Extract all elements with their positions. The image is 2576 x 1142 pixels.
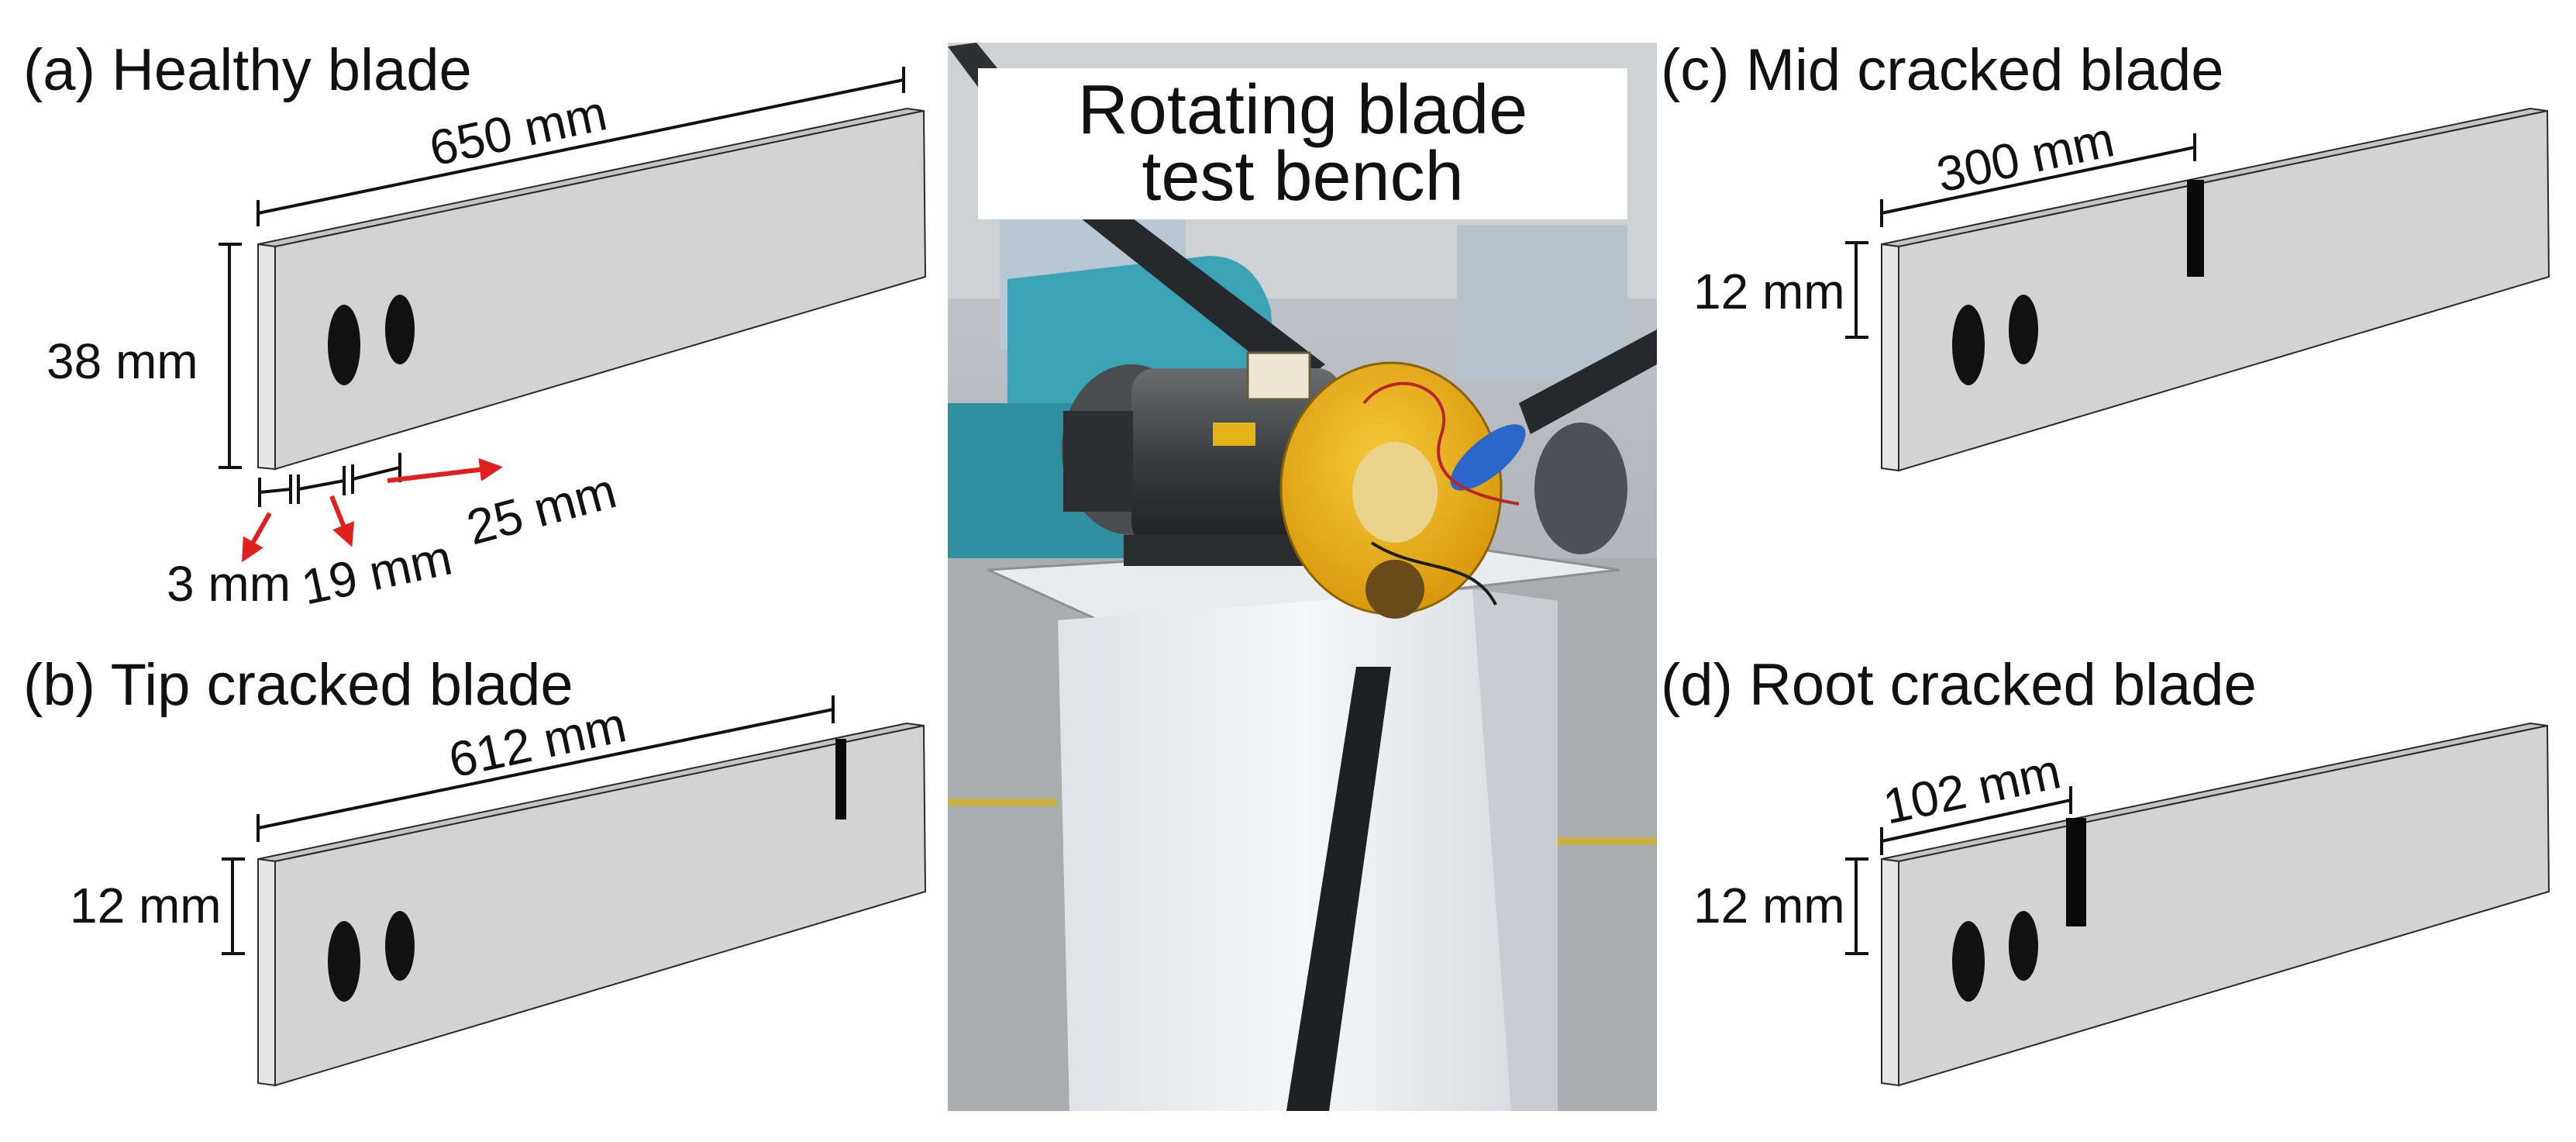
fan-grille [1534, 423, 1627, 554]
test-bench-photo: Rotating blade test bench [948, 43, 1657, 1111]
dimension-height-a: 38 mm [46, 243, 242, 469]
rotor-hub-center [1352, 442, 1438, 543]
dimension-label-300: 300 mm [1932, 111, 2119, 202]
blade-clamp [1365, 560, 1424, 619]
crack-mark [2187, 180, 2204, 277]
blade-front-face [1898, 724, 2550, 1087]
dimension-crack-depth-d: 12 mm [1693, 857, 1868, 955]
blade-b [257, 722, 927, 1087]
dimension-label-25: 25 mm [461, 462, 622, 555]
blade-end-face [1881, 243, 1899, 472]
blade-end-face [257, 857, 276, 1087]
floor-marking [948, 799, 1056, 806]
red-arrow-icon [387, 457, 503, 483]
blade-lower [1286, 667, 1391, 1111]
blade-front-face [274, 724, 927, 1087]
dimension-label-12-b: 12 mm [70, 878, 222, 933]
dimension-label-12-d: 12 mm [1693, 878, 1845, 933]
blade-c [1881, 107, 2550, 472]
mounting-hole-icon [1952, 921, 1985, 1002]
blade-upper-right [1519, 329, 1657, 434]
dimension-crack-depth-b: 12 mm [70, 857, 245, 955]
photo-title-box [978, 68, 1627, 219]
panel-b-title: (b) Tip cracked blade [23, 652, 573, 718]
floor-marking [1550, 837, 1657, 845]
dimension-holes-a [258, 453, 401, 507]
mounting-hole-icon [1952, 305, 1985, 385]
blade-end-face [1881, 857, 1899, 1087]
blade-clamp-upper [1246, 351, 1311, 401]
mounting-hole-icon [2009, 911, 2038, 981]
wiring [1370, 541, 1497, 606]
dimension-crack-depth-c: 12 mm [1693, 241, 1868, 339]
panel-d-root-cracked-blade: (d) Root cracked blade 102 mm 12 mm [1661, 652, 2550, 1087]
battery-pack [1450, 424, 1526, 491]
crack-mark [835, 739, 846, 819]
pedestal-side [1472, 589, 1558, 1111]
panel-c-title: (c) Mid cracked blade [1661, 37, 2224, 103]
blade-upper-left [1069, 194, 1325, 388]
blade-a [257, 107, 927, 471]
dimension-label-12-c: 12 mm [1693, 264, 1845, 319]
panel-c-mid-cracked-blade: (c) Mid cracked blade 300 mm 12 mm [1661, 37, 2550, 472]
mounting-hole-icon [385, 295, 415, 364]
dimension-label-19: 19 mm [297, 530, 456, 616]
panel-b-tip-cracked-blade: (b) Tip cracked blade 612 mm 12 mm [23, 652, 927, 1087]
panel-a-title: (a) Healthy blade [23, 37, 472, 103]
window-frame [1457, 225, 1627, 380]
dimension-label-38: 38 mm [46, 333, 198, 389]
mounting-hole-icon [328, 921, 360, 1002]
photo-title-line-1: Rotating blade [1078, 71, 1527, 149]
blade-end-face [257, 243, 276, 471]
red-arrow-icon [329, 495, 355, 547]
mounting-hole-icon [328, 305, 360, 385]
motor-label [1213, 423, 1255, 446]
mounting-hole-icon [2009, 295, 2038, 364]
mounting-hole-icon [385, 911, 415, 981]
photo-title-line-2: test bench [1142, 138, 1463, 216]
blade-d [1881, 722, 2550, 1087]
crack-mark [2066, 818, 2086, 926]
red-arrow-icon [242, 512, 272, 563]
dimension-label-3: 3 mm [167, 556, 291, 612]
motor-junction-box [1063, 411, 1133, 512]
blade-front-face [274, 109, 927, 471]
pedestal-pillar [1058, 589, 1558, 1111]
panel-d-title: (d) Root cracked blade [1661, 652, 2257, 718]
wiring [1362, 381, 1520, 505]
blade-front-face [1898, 109, 2550, 472]
panel-a-healthy-blade: (a) Healthy blade 650 mm 38 mm [23, 37, 927, 616]
